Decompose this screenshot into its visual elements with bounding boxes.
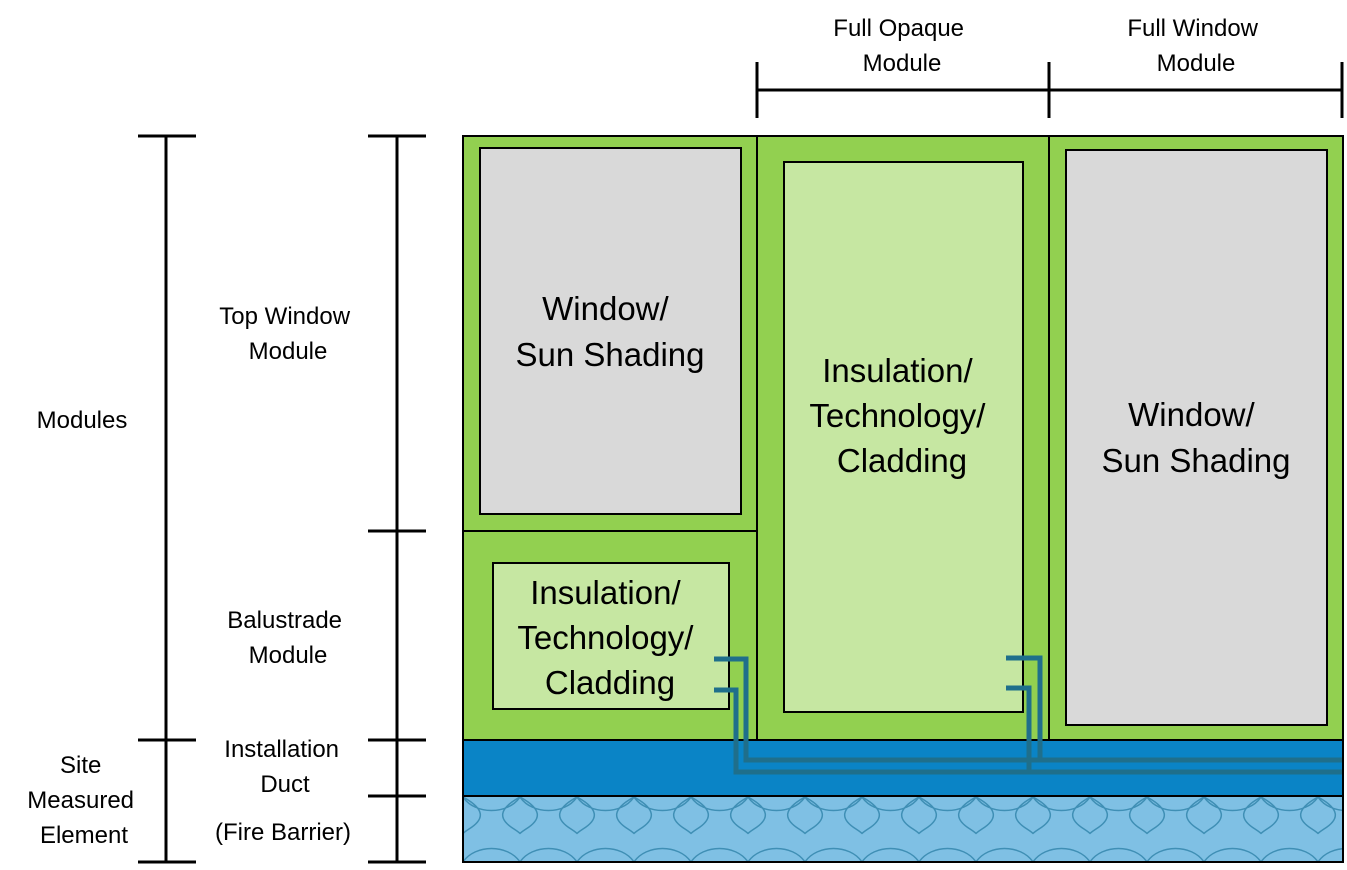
window-inner-box <box>1065 149 1328 726</box>
balustrade-box-text: Insulation/ Technology/ Cladding <box>517 574 702 701</box>
balustrade-module-label: Balustrade Module <box>227 607 348 669</box>
site-measured-element-label: Site Measured Element <box>27 752 140 849</box>
top-dimension-rules <box>755 62 1344 118</box>
installation-duct-label: Installation Duct <box>224 736 345 798</box>
opaque-box-text: Insulation/ Technology/ Cladding <box>809 352 994 479</box>
full-opaque-module-label: Full Opaque Module <box>833 15 970 77</box>
window-box-text: Window/ Sun Shading <box>1102 396 1291 479</box>
top-window-box-text: Window/ Sun Shading <box>516 290 705 373</box>
opaque-inner-box <box>783 161 1024 713</box>
balustrade-inner-box <box>492 562 730 710</box>
left-dimension-rules <box>138 134 426 864</box>
top-window-module-label: Top Window Module <box>219 303 356 365</box>
service-pipes <box>714 655 1342 775</box>
fire-barrier-label: (Fire Barrier) <box>215 819 351 846</box>
full-window-module-label: Full Window Module <box>1127 15 1264 77</box>
modules-label: Modules <box>37 407 128 434</box>
installation-duct-band <box>462 739 1344 797</box>
top-window-inner-box <box>479 147 742 515</box>
fire-barrier-pattern <box>462 795 1344 863</box>
